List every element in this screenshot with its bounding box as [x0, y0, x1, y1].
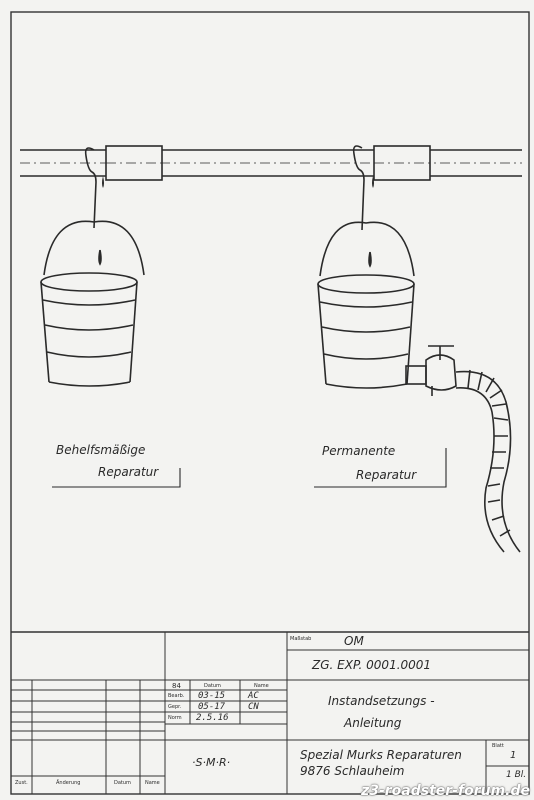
- drip-left: [102, 176, 104, 188]
- bucket-right: [317, 145, 521, 553]
- label-temporary-line2: Reparatur: [98, 465, 159, 479]
- scale-value: OM: [344, 634, 364, 648]
- header-year: 84: [172, 682, 181, 690]
- sheet-label: Blatt: [492, 743, 504, 749]
- norm-value: 2.5.16: [196, 713, 229, 723]
- gepr-date: 05-17: [198, 702, 226, 712]
- header-date: Datum: [204, 683, 221, 689]
- title-block: [11, 631, 529, 794]
- header-name: Name: [254, 683, 269, 689]
- norm-label: Norm: [168, 715, 182, 721]
- label-permanent-line2: Reparatur: [356, 468, 417, 482]
- title-line2: Anleitung: [344, 716, 402, 730]
- company-name: Spezial Murks Reparaturen: [300, 748, 462, 762]
- title-line1: Instandsetzungs -: [328, 694, 435, 708]
- revision-zust: Zust.: [15, 780, 28, 786]
- bearb-label: Bearb.: [168, 693, 185, 699]
- revision-date: Datum: [114, 780, 131, 786]
- watermark: z3-roadster-forum.de: [361, 783, 530, 799]
- sheet-number: 1: [510, 750, 517, 761]
- drawing-border: [10, 11, 530, 795]
- company-city: 9876 Schlauheim: [300, 764, 405, 778]
- label-temporary-line1: Behelfsmäßige: [56, 443, 146, 457]
- drip-right: [372, 176, 374, 188]
- revision-name: Name: [145, 780, 160, 786]
- gepr-name: CN: [248, 702, 259, 712]
- label-permanent-line1: Permanente: [322, 444, 396, 458]
- company-abbreviation: ·S·M·R·: [192, 756, 231, 769]
- gepr-label: Gepr.: [168, 704, 182, 710]
- bearb-date: 03-15: [198, 691, 226, 701]
- sheet-total: 1 Bl.: [506, 770, 527, 780]
- revision-change: Änderung: [56, 780, 81, 786]
- pipe: [20, 145, 522, 181]
- scale-label: Maßstab: [290, 636, 312, 642]
- bearb-name: AC: [248, 691, 259, 701]
- bucket-left: [40, 147, 145, 387]
- label-underlines: [52, 448, 447, 488]
- drawing-number: ZG. EXP. 0001.0001: [312, 658, 432, 672]
